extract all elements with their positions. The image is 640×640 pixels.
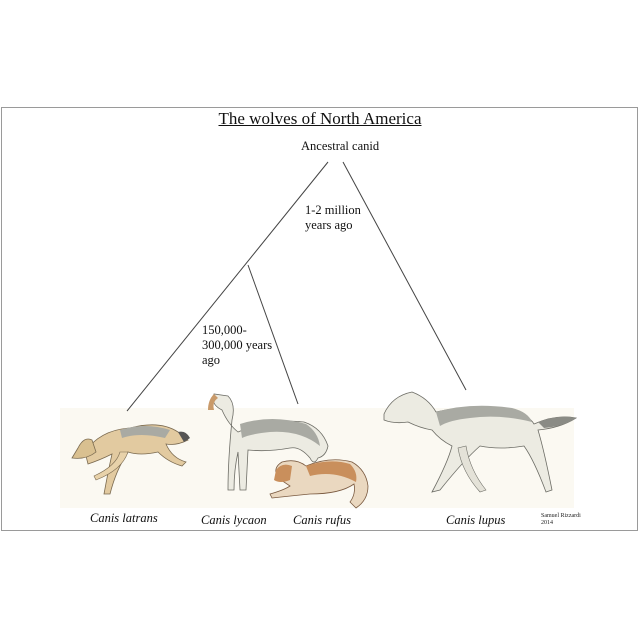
node-label-recent: 150,000- 300,000 years ago	[202, 323, 273, 367]
species-label-lupus: Canis lupus	[446, 513, 506, 527]
diagram-title: The wolves of North America	[218, 109, 422, 128]
branch-node-rufus	[247, 264, 299, 405]
gray-wolf-illustration	[383, 391, 578, 493]
species-label-latrans: Canis latrans	[90, 511, 158, 525]
coyote-illustration	[71, 424, 190, 495]
species-label-rufus: Canis rufus	[293, 513, 352, 527]
branch-root-lupus	[342, 161, 467, 391]
eastern-wolf-illustration	[208, 393, 329, 491]
root-label: Ancestral canid	[301, 139, 380, 153]
artist-credit: Samuel Rizzardi 2014	[541, 513, 581, 526]
node-label-ancient: 1-2 million years ago	[305, 203, 361, 232]
red-wolf-illustration	[269, 459, 369, 509]
branch-root-left	[126, 161, 329, 412]
species-label-lycaon: Canis lycaon	[201, 513, 267, 527]
